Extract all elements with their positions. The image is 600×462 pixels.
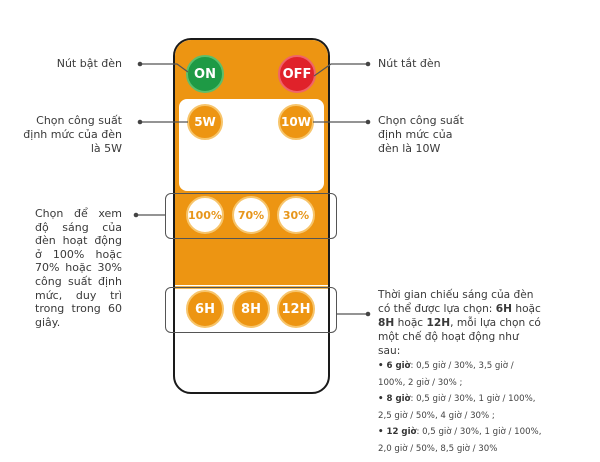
hours-mode-12: • 12 giờ: 0,5 giờ / 30%, 1 giờ / 100%, 2… bbox=[378, 424, 543, 457]
hours-8h-button[interactable]: 8H bbox=[232, 290, 270, 328]
brightness-70-label: 70% bbox=[237, 208, 265, 222]
hours-intro: Thời gian chiếu sáng của đèn có thể được… bbox=[378, 288, 543, 358]
hours-mode-8-detail: : 0,5 giờ / 30%, 1 giờ / 100%, 2,5 giờ /… bbox=[378, 394, 536, 421]
hours-6h-label: 6H bbox=[195, 301, 215, 317]
brightness-70-button[interactable]: 70% bbox=[232, 196, 270, 234]
hours-mode-8-label: • 8 giờ bbox=[378, 394, 411, 404]
hours-8h-label: 8H bbox=[241, 301, 261, 317]
brightness-30-label: 30% bbox=[282, 208, 310, 222]
hours-bracket bbox=[165, 287, 337, 333]
power-5w-button[interactable]: 5W bbox=[187, 104, 223, 140]
brightness-bracket bbox=[165, 193, 337, 239]
power-5w-label: 5W bbox=[194, 115, 216, 129]
power-10w-annotation: Chọn công suất định mức của đèn là 10W bbox=[378, 114, 464, 155]
on-button[interactable]: ON bbox=[186, 55, 224, 93]
hours-intro-text-3: hoặc bbox=[394, 317, 427, 329]
brightness-annotation: Chọn để xem độ sáng của đèn hoạt động ở … bbox=[35, 207, 122, 329]
brightness-30-button[interactable]: 30% bbox=[277, 196, 315, 234]
hours-mode-12-label: • 12 giờ bbox=[378, 427, 417, 437]
hours-mode-6-label: • 6 giờ bbox=[378, 361, 411, 371]
hours-mode-12-detail: : 0,5 giờ / 30%, 1 giờ / 100%, 2,0 giờ /… bbox=[378, 427, 542, 454]
hours-mode-8: • 8 giờ: 0,5 giờ / 30%, 1 giờ / 100%, 2,… bbox=[378, 391, 543, 424]
hours-intro-text-4: , mỗi lựa chọn có một chế độ hoạt động n… bbox=[378, 317, 541, 357]
brightness-100-button[interactable]: 100% bbox=[186, 196, 224, 234]
hours-12h-label: 12H bbox=[281, 301, 311, 317]
hours-6h-button[interactable]: 6H bbox=[186, 290, 224, 328]
hours-intro-text-1: Thời gian chiếu sáng của đèn có thể được… bbox=[378, 289, 534, 315]
off-button[interactable]: OFF bbox=[278, 55, 316, 93]
off-annotation: Nút tắt đèn bbox=[378, 57, 441, 70]
power-5w-annotation: Chọn công suất định mức của đèn là 5W bbox=[23, 114, 122, 155]
hours-intro-8h: 8H bbox=[378, 317, 395, 329]
brightness-100-label: 100% bbox=[188, 208, 222, 222]
hours-12h-button[interactable]: 12H bbox=[277, 290, 315, 328]
hours-mode-6-detail: : 0,5 giờ / 30%, 3,5 giờ / 100%, 2 giờ /… bbox=[378, 361, 514, 388]
power-10w-label: 10W bbox=[281, 115, 311, 129]
on-button-label: ON bbox=[194, 66, 216, 82]
hours-annotation: Thời gian chiếu sáng của đèn có thể được… bbox=[378, 288, 543, 457]
hours-intro-12h: 12H bbox=[426, 317, 451, 329]
off-button-label: OFF bbox=[282, 66, 312, 82]
on-annotation: Nút bật đèn bbox=[56, 57, 122, 70]
hours-mode-6: • 6 giờ: 0,5 giờ / 30%, 3,5 giờ / 100%, … bbox=[378, 358, 543, 391]
hours-intro-6h: 6H bbox=[495, 303, 512, 315]
hours-intro-text-2: hoặc bbox=[511, 303, 541, 315]
